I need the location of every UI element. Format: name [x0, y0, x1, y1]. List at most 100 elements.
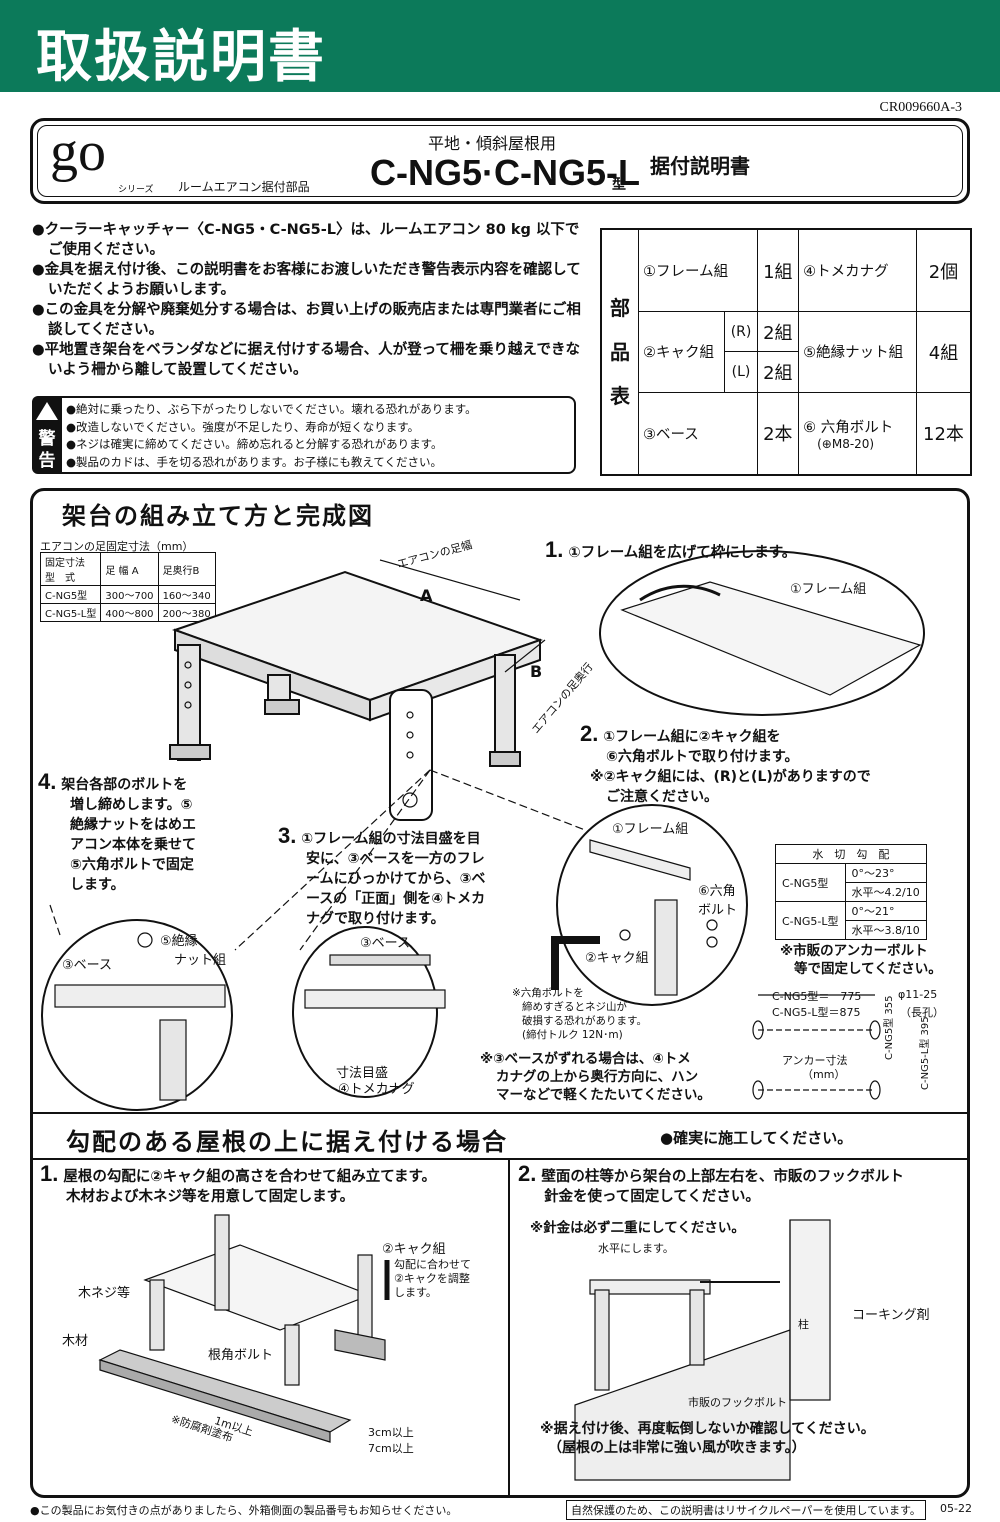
page-title: 取扱説明書 [36, 25, 326, 90]
step-line: ①フレーム組に②キャク組を [603, 729, 781, 745]
step-line: アコン本体を乗せて [70, 837, 196, 853]
note-line: 勾配に合わせて [394, 1258, 471, 1271]
dim-b-label: B [530, 662, 543, 681]
level-label: 水平にします。 [598, 1242, 674, 1255]
step-line: します。 [70, 877, 125, 893]
main-section-box [30, 488, 970, 1498]
part-variant: (R) [724, 311, 758, 353]
step2-text: 2. ①フレーム組に②キャク組を ⑥六角ボルトで取り付けます。 ※②キャク組には… [580, 721, 871, 807]
anchor-d1: C-NG5型＝ 775 [772, 990, 862, 1003]
bullet-item: ●クーラーキャッチャー〈C-NG5・C-NG5-L〉は、ルームエアコン 80 k… [32, 222, 580, 258]
part-name: ②キャク組 [637, 311, 726, 393]
wood-label: 木材 [62, 1334, 89, 1349]
warning-char: 警 [38, 429, 56, 449]
anchor-v2: C-NG5-L型 395 [920, 1016, 931, 1090]
column-divider [508, 1158, 510, 1496]
part-variant: (L) [724, 351, 758, 393]
bullet-item: ●金具を据え付け後、この説明書をお客様にお渡しいただき警告表示内容を確認していた… [32, 262, 581, 298]
parts-header-char: 品 [610, 340, 630, 364]
dim-a-label: A [420, 586, 433, 605]
section-divider [32, 1158, 968, 1160]
note-line: マーなどで軽くたたいてください。 [496, 1087, 711, 1103]
step-line: ※②キャク組には、(R)と(L)がありますので [590, 769, 871, 785]
step-number: 2. [580, 721, 599, 746]
wire-note: ※針金は必ず二重にしてください。 [530, 1220, 745, 1236]
part-qty: 2本 [756, 391, 800, 476]
slope-cell: 0°～21° [844, 901, 927, 921]
note-line: します。 [394, 1286, 437, 1299]
section1-title: 架台の組み立て方と完成図 [62, 502, 374, 530]
slope-model: C-NG5型 [775, 863, 846, 902]
slope-cell: 水平～3.8/10 [844, 920, 927, 940]
dim-head: 足奥行B [157, 552, 216, 586]
section2-title: 勾配のある屋根の上に据え付ける場合 [66, 1128, 508, 1156]
scale-label: 寸法目盛 [336, 1066, 389, 1081]
slope-model: C-NG5-L型 [775, 901, 846, 940]
frame-label: ①フレーム組 [612, 822, 689, 837]
step-line: 安に、③ベースを一方のフレ [306, 851, 485, 867]
part-qty: 2個 [915, 228, 972, 313]
section2-note: ●確実に施工してください。 [660, 1129, 853, 1147]
part-name-line: ⑥ 六角ボルト [803, 419, 894, 436]
step-text: ①フレーム組を広げて枠にします。 [568, 545, 797, 561]
parts-header-char: 表 [610, 384, 630, 408]
warning-line: ●製品のカドは、手を切る恐れがあります。お子様にも教えてください。 [66, 454, 442, 469]
slope-cell: 0°～23° [844, 863, 927, 883]
step-line: 増し締めします。⑤ [70, 797, 193, 813]
bullet-item: ●この金具を分解や廃棄処分する場合は、お買い上げの販売店または専門業者にご相談し… [32, 302, 581, 338]
base-label: ③ベース [360, 936, 411, 951]
bolt-label-line: ⑥六角 [698, 884, 736, 899]
step1-heading: 1. ①フレーム組を広げて枠にします。 [545, 539, 797, 563]
dim-head-text: 固定寸法 [45, 558, 85, 569]
note-line: 破損する恐れがあります。 [522, 1015, 647, 1027]
warning-line: ●ネジは確実に締めてください。締め忘れると分解する恐れがあります。 [66, 437, 443, 451]
part-qty: 12本 [915, 391, 972, 476]
note-line: カナグの上から奥行方向に、ハン [496, 1069, 699, 1085]
base-note: ※③ベースがずれる場合は、④トメ カナグの上から奥行方向に、ハン マーなどで軽く… [480, 1050, 711, 1104]
stopper-label: ④トメカナグ [338, 1082, 415, 1097]
brand-logo: go [50, 121, 106, 183]
slope-cell: 水平～4.2/10 [844, 882, 927, 902]
warning-char: 告 [38, 451, 56, 471]
after-note: ※据え付け後、再度転倒しないか確認してください。 （屋根の上は非常に強い風が吹き… [540, 1420, 875, 1458]
hook-label: 市販のフックボルト [688, 1396, 787, 1409]
warning-label: 警 告 [32, 396, 62, 474]
step3-text: 3. ①フレーム組の寸法目盛を目 安に、③ベースを一方のフレ ームにひっかけてか… [278, 825, 485, 929]
step-number: 4. [38, 769, 57, 794]
anchor-unit: （mm） [802, 1068, 846, 1081]
note-line: ※市販のアンカーボルト [780, 943, 928, 959]
type-char: 型 [612, 177, 626, 193]
warning-icon [36, 402, 58, 420]
part-name: ⑥ 六角ボルト (⊕M8-20) [798, 391, 917, 476]
dimension-table: 固定寸法型 式 足 幅 A 足奥行B C-NG5型 300～700 160～34… [39, 552, 216, 622]
bolt-label-line: ボルト [698, 903, 738, 918]
manual-label: 据付説明書 [650, 154, 750, 178]
step-line: 屋根の勾配に②キャク組の高さを合わせて組み立てます。 [63, 1169, 437, 1185]
step-line: 針金を使って固定してください。 [544, 1189, 760, 1205]
step-line: 木材および木ネジ等を用意して固定します。 [66, 1189, 355, 1205]
adjust-note: 勾配に合わせて ②キャクを調整 します。 [394, 1258, 471, 1300]
warning-line: ●改造しないでください。強度が不足したり、寿命が短くなります。 [66, 419, 420, 434]
note-line: ※六角ボルトを [512, 987, 584, 999]
step4-text: 4. 架台各部のボルトを 増し締めします。⑤ 絶縁ナットをはめエ アコン本体を乗… [38, 769, 196, 895]
anchor-d2: C-NG5-L型＝875 [772, 1006, 861, 1019]
pillar-label: 柱 [798, 1318, 809, 1331]
step-line: ⑥六角ボルトで取り付けます。 [606, 749, 799, 765]
note-line: ※③ベースがずれる場合は、④トメ [480, 1051, 691, 1067]
warning-line: ●絶対に乗ったり、ぶら下がったりしないでください。壊れる恐れがあります。 [66, 402, 477, 416]
series-label: シリーズ [118, 185, 154, 195]
step-line: ご注意ください。 [606, 789, 718, 805]
model-name: C-NG5·C-NG5-L [370, 152, 640, 193]
base-label: ③ベース [62, 958, 113, 973]
nut-label-line: ⑤絶縁 [160, 934, 198, 949]
s2-step1-text: 1. 屋根の勾配に②キャク組の高さを合わせて組み立てます。 木材および木ネジ等を… [40, 1163, 437, 1207]
part-name-line: (⊕M8-20) [817, 436, 875, 451]
anchor-hole2: （長孔） [900, 1006, 944, 1019]
anchor-v1: C-NG5型 355 [884, 995, 895, 1060]
anchor-hole: φ11-25 [898, 988, 938, 1001]
note-line: ※据え付け後、再度転倒しないか確認してください。 [540, 1421, 875, 1437]
step-line: ①フレーム組の寸法目盛を目 [301, 831, 481, 847]
nut-label-line: ナット組 [174, 953, 227, 968]
note-line: 締めすぎるとネジ山が [522, 1001, 627, 1013]
